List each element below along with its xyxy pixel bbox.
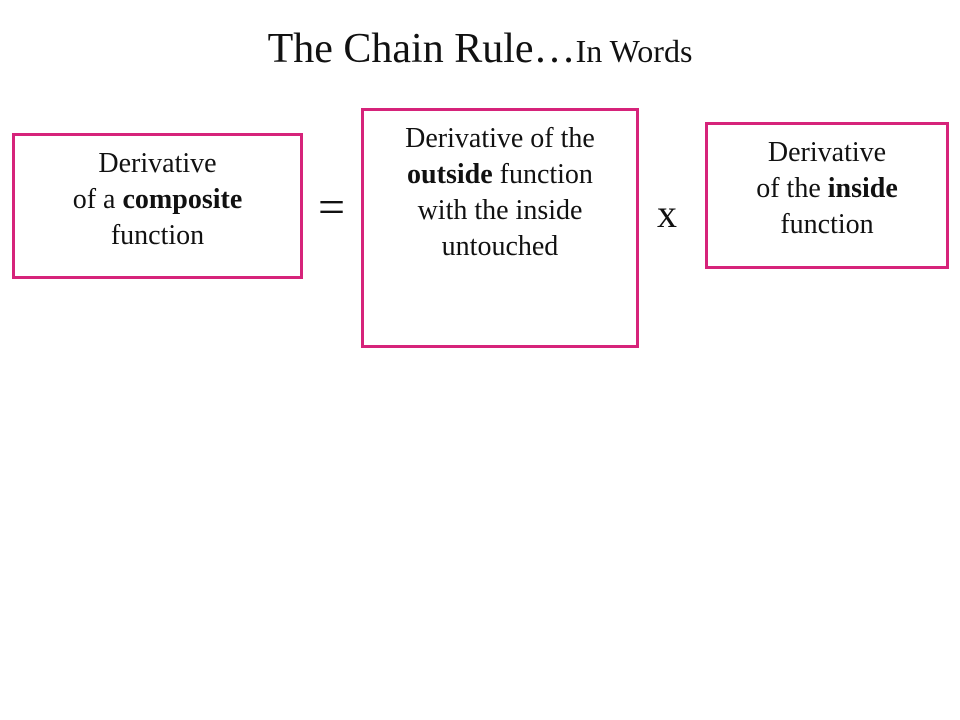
inside-line-3: function — [780, 209, 874, 240]
outside-line-4: untouched — [441, 231, 559, 262]
outside-line-3: with the inside — [417, 195, 583, 226]
inside-line-2-prefix: of the — [756, 173, 828, 204]
composite-keyword: composite — [122, 184, 243, 215]
composite-line-2: of a composite — [15, 182, 300, 218]
slide-title: The Chain Rule…In Words — [0, 28, 960, 70]
outside-line-2-suffix: function — [492, 159, 593, 190]
inside-line-2: of the inside — [708, 171, 946, 207]
title-main: The Chain Rule… — [267, 26, 576, 72]
inside-keyword: inside — [827, 173, 898, 204]
outside-line-1: Derivative of the — [405, 123, 595, 154]
composite-line-2-prefix: of a — [72, 184, 123, 215]
composite-line-1: Derivative — [98, 148, 217, 179]
composite-derivative-box: Derivative of a composite function — [12, 133, 303, 279]
equals-sign: = — [318, 181, 346, 234]
outside-derivative-box: Derivative of the outside function with … — [361, 108, 639, 348]
inside-derivative-box: Derivative of the inside function — [705, 122, 949, 269]
title-subtitle: In Words — [575, 33, 693, 69]
composite-line-3: function — [110, 220, 205, 251]
inside-line-1: Derivative — [767, 137, 887, 168]
multiplication-sign: x — [657, 191, 677, 236]
outside-keyword: outside — [407, 159, 493, 190]
outside-line-2: outside function — [364, 157, 636, 193]
